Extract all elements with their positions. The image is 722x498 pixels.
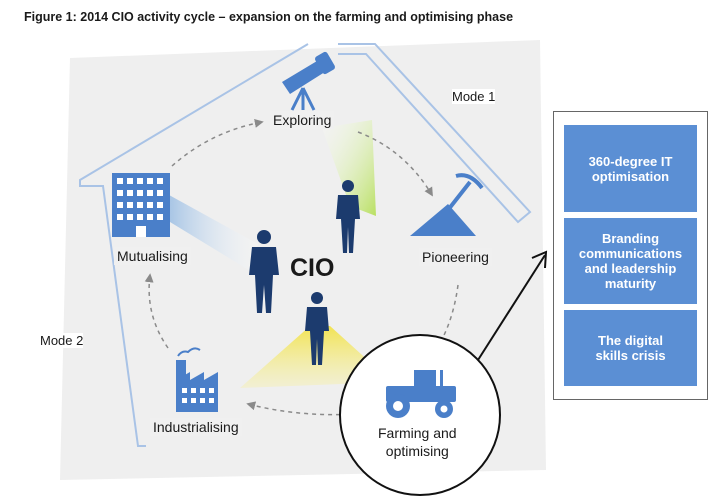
telescope-icon: [282, 51, 335, 111]
spotlight-exploring: [322, 120, 376, 216]
detail-box-branding: Branding communications and leadership m…: [564, 218, 697, 304]
phase-label-farming-line2: optimising: [385, 443, 449, 459]
spotlight-mutualising: [160, 190, 258, 272]
factory-icon: [176, 347, 218, 412]
mode2-label: Mode 2: [40, 333, 84, 348]
phase-label-mutualising: Mutualising: [114, 247, 191, 265]
tractor-icon: [386, 370, 456, 418]
detail-box-3-line2: skills crisis: [595, 348, 666, 363]
mode1-label: Mode 1: [452, 89, 496, 104]
cio-figure-bottom: [305, 292, 329, 365]
farming-detail-panel: 360-degree IT optimisation Branding comm…: [553, 111, 708, 400]
figure-title: Figure 1: 2014 CIO activity cycle – expa…: [24, 10, 514, 24]
detail-box-3-line1: The digital: [598, 333, 663, 348]
arrow-mutualising-to-exploring: [171, 118, 264, 167]
detail-box-1-line2: optimisation: [591, 168, 670, 184]
cio-center-label: CIO: [290, 254, 335, 282]
detail-box-2-line4: maturity: [604, 276, 657, 291]
phase-label-exploring: Exploring: [270, 111, 335, 129]
office-building-icon: [112, 173, 170, 237]
phase-label-industrialising: Industrialising: [150, 418, 242, 436]
mode2-bracket: [79, 43, 309, 447]
pickaxe-mountain-icon: [410, 173, 484, 236]
farming-highlight-circle: [339, 334, 501, 496]
arrow-exploring-to-pioneering: [357, 131, 433, 197]
callout-arrow: [477, 254, 546, 361]
phase-label-pioneering: Pioneering: [419, 248, 492, 266]
phase-label-farming-line1: Farming and: [378, 425, 457, 441]
detail-box-2-line1: Branding: [601, 231, 660, 246]
detail-box-2-line2: communications: [578, 246, 683, 261]
detail-box-it-optimisation: 360-degree IT optimisation: [564, 125, 697, 212]
detail-box-digital-skills: The digital skills crisis: [564, 310, 697, 386]
mode1-bracket: [338, 43, 532, 224]
cio-figure-left: [249, 230, 279, 313]
detail-box-2-line3: and leadership: [584, 261, 677, 276]
cio-figure-top: [336, 180, 360, 253]
phase-label-farming: Farming and optimising: [375, 423, 460, 461]
detail-box-1-line1: 360-degree IT: [588, 153, 673, 169]
